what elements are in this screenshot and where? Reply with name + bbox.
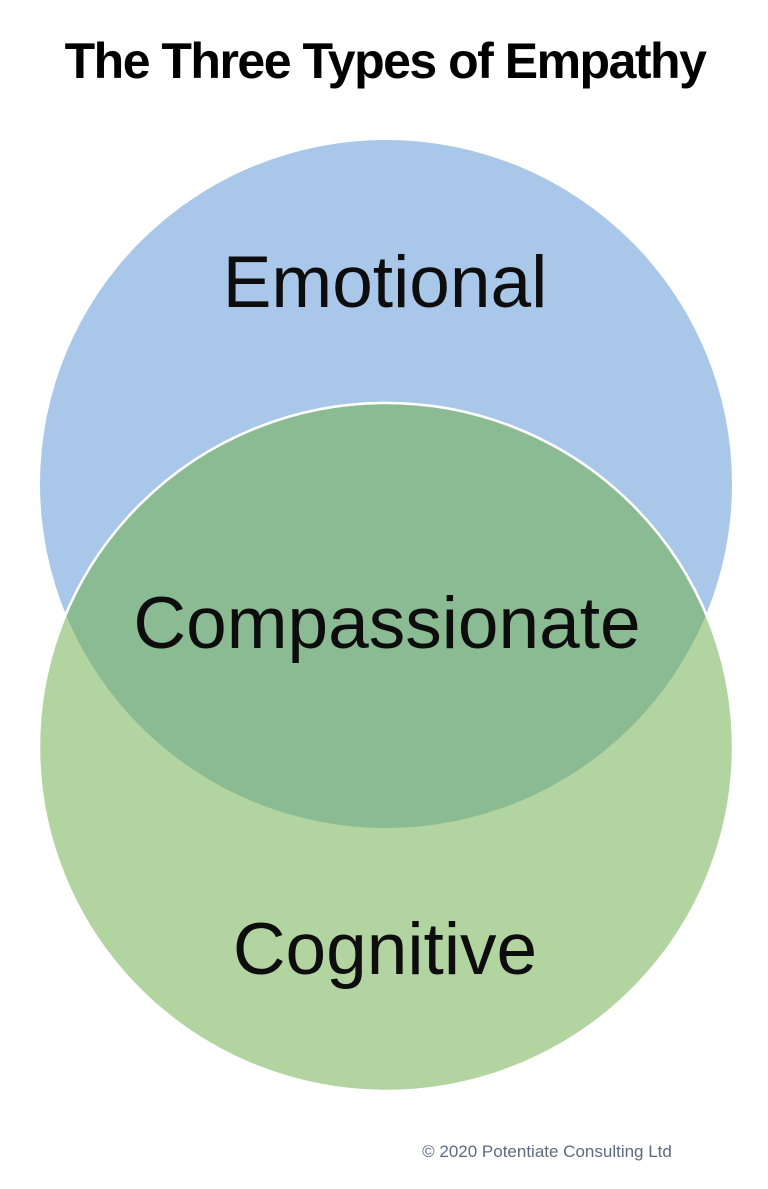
compassionate-label: Compassionate: [133, 583, 640, 664]
cognitive-label: Cognitive: [233, 909, 537, 990]
page-title: The Three Types of Empathy: [65, 33, 707, 89]
emotional-label: Emotional: [223, 242, 548, 323]
copyright-text: © 2020 Potentiate Consulting Ltd: [422, 1142, 672, 1161]
overlap-region: [40, 401, 732, 828]
